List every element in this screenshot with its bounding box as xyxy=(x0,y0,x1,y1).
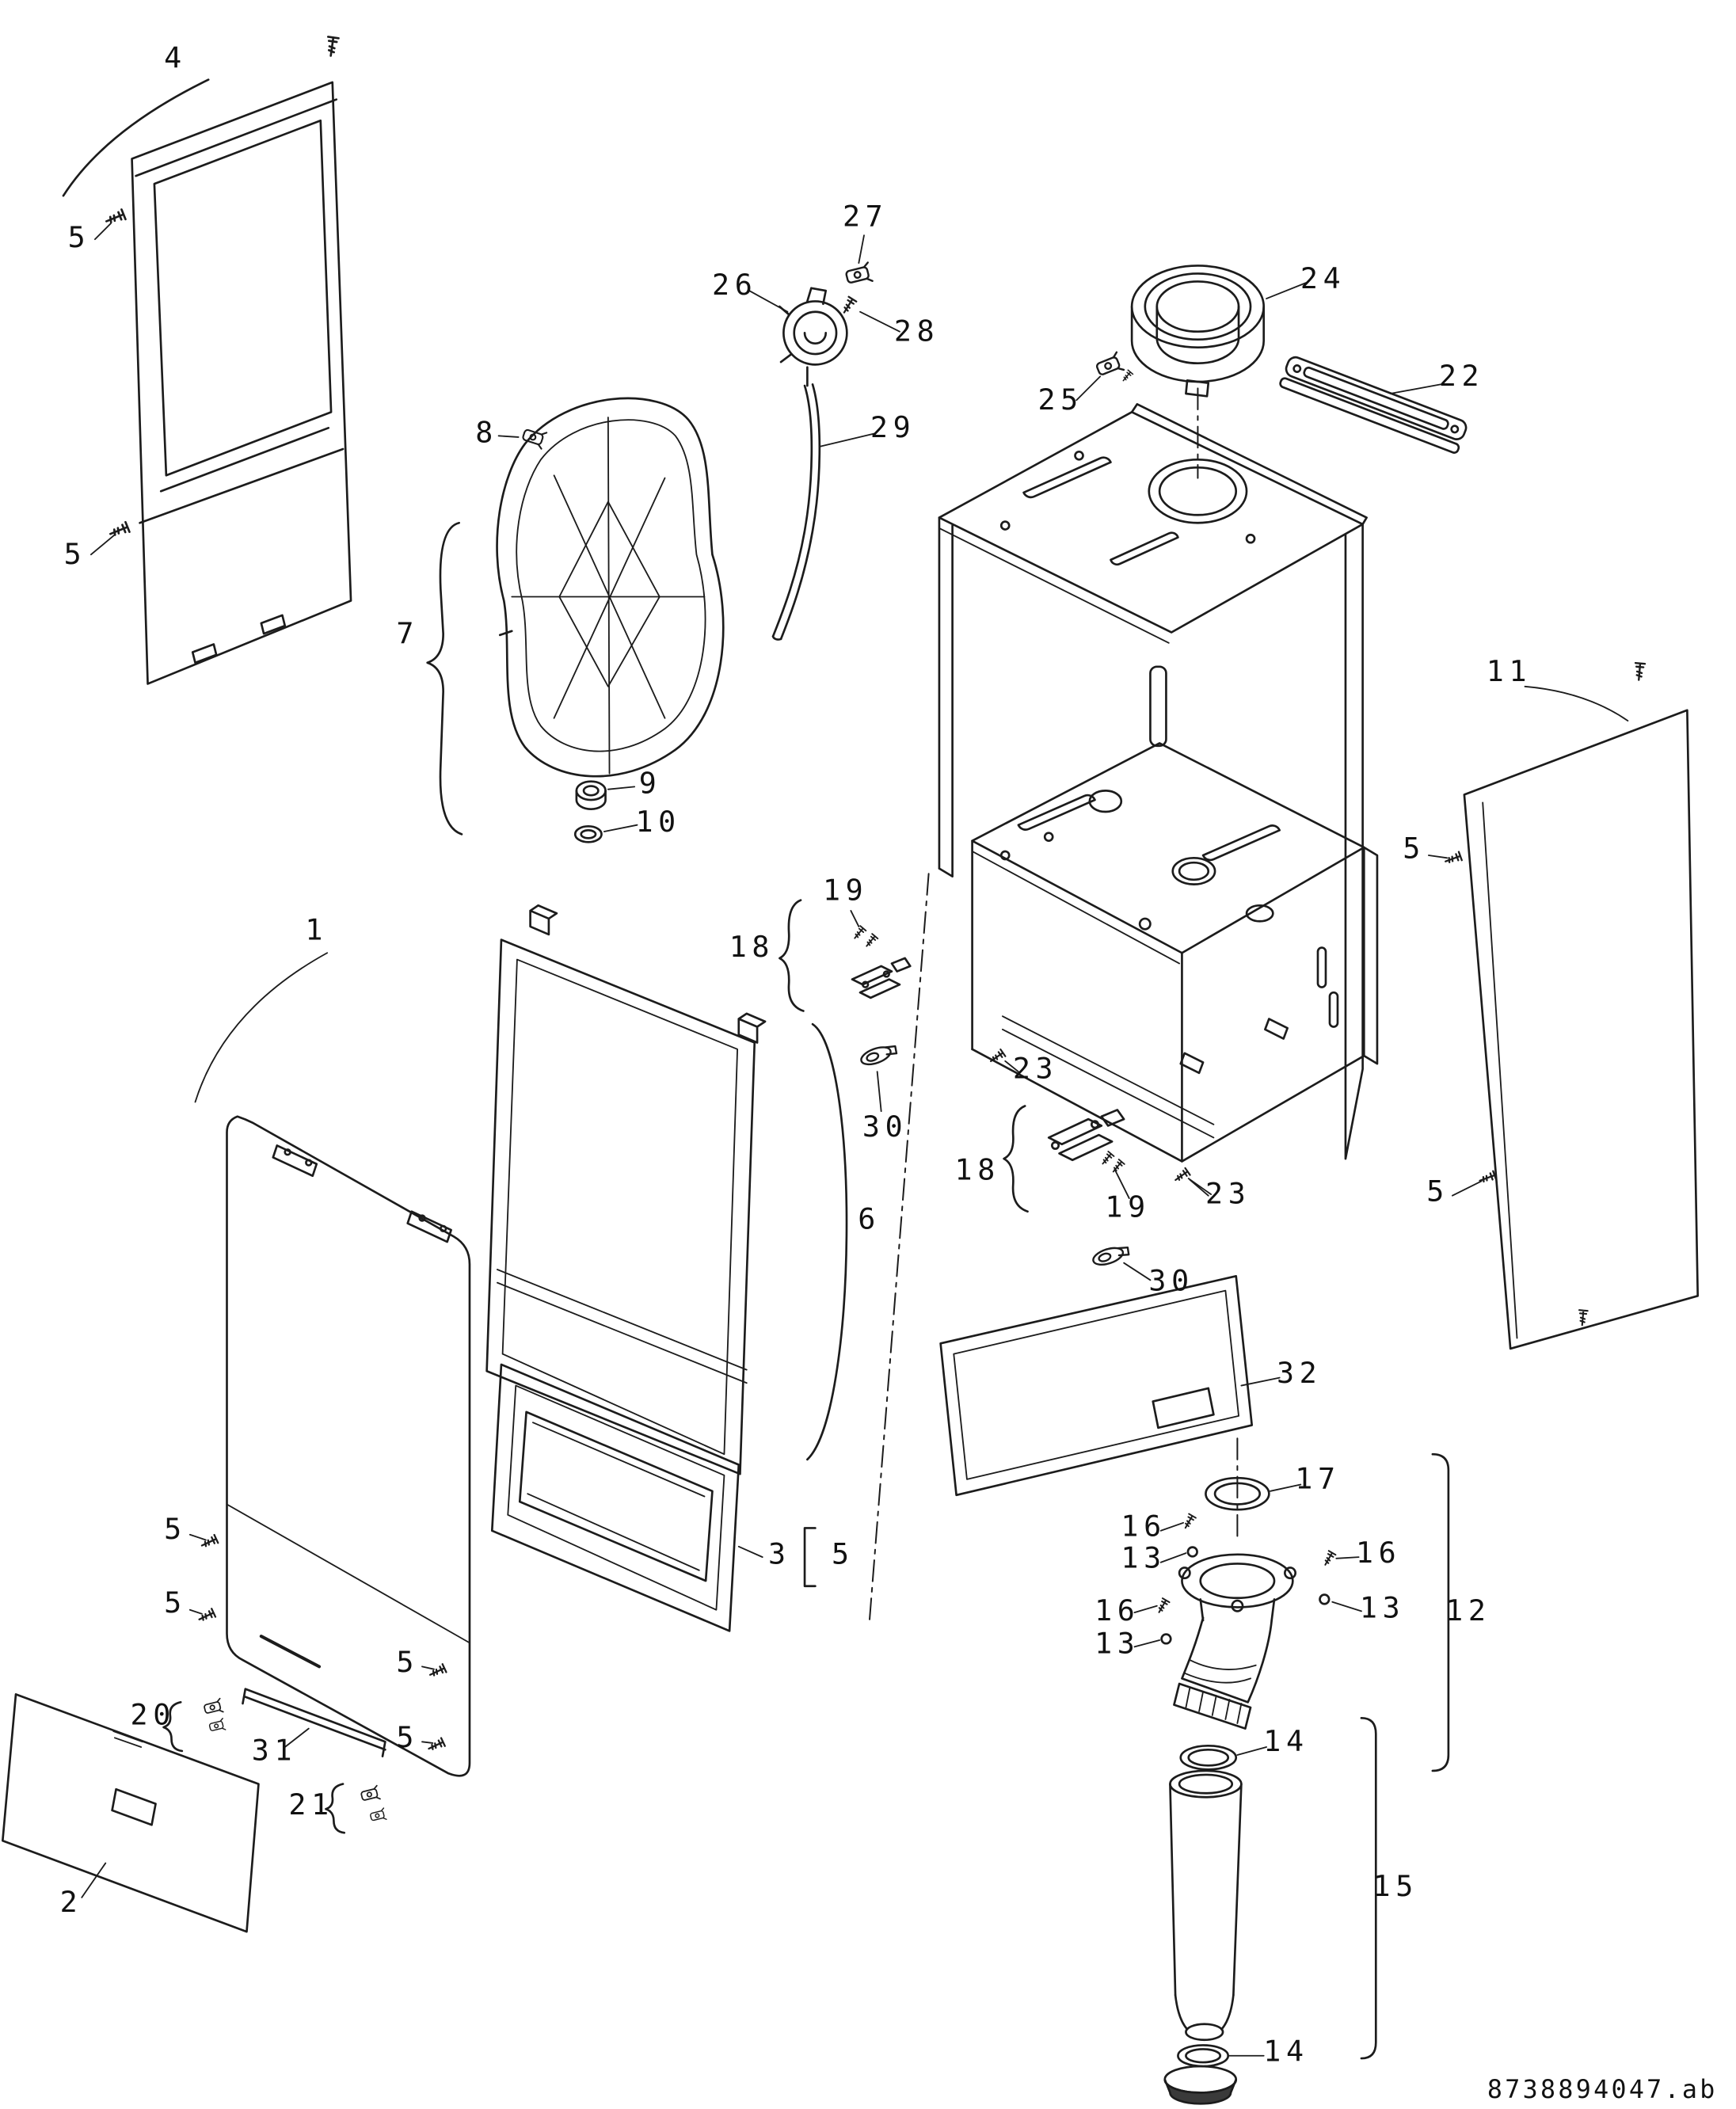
callout-16-a: 16 xyxy=(1121,1509,1166,1543)
part-3-lower-frame xyxy=(490,1363,817,1632)
callout-24: 24 xyxy=(1300,261,1346,295)
callout-30-b: 30 xyxy=(1148,1264,1194,1298)
bracket-5 xyxy=(803,1527,817,1588)
part-24-flue-collar xyxy=(1130,265,1307,479)
brace-21 xyxy=(325,1783,346,1834)
callout-13-b: 13 xyxy=(1360,1591,1405,1625)
nut-13-icon xyxy=(1186,1546,1198,1558)
callout-5-a: 5 xyxy=(68,220,91,254)
callout-12: 12 xyxy=(1445,1593,1490,1627)
callout-5-b: 5 xyxy=(64,537,87,571)
part-26-pressure-gauge xyxy=(748,287,848,366)
callout-23-a: 23 xyxy=(1013,1051,1058,1085)
callout-8: 8 xyxy=(475,416,498,450)
part-6-door-frame xyxy=(485,904,848,1475)
part-31-strip xyxy=(242,1688,386,1757)
callout-6: 6 xyxy=(858,1201,881,1235)
callout-22: 22 xyxy=(1439,359,1484,393)
part-22-slide-rail xyxy=(1279,356,1468,454)
part-25-clip xyxy=(1075,351,1134,402)
flue-flange xyxy=(1178,1553,1297,1622)
part-4-back-panel xyxy=(62,36,352,685)
callout-13-a: 13 xyxy=(1121,1540,1166,1574)
callout-10: 10 xyxy=(635,805,680,839)
callout-16-c: 16 xyxy=(1095,1593,1140,1627)
callout-20: 20 xyxy=(130,1698,175,1732)
callout-14-b: 14 xyxy=(1263,2034,1308,2068)
callout-3: 3 xyxy=(768,1536,791,1570)
callout-15: 15 xyxy=(1373,1869,1418,1903)
callout-32: 32 xyxy=(1277,1356,1322,1390)
callout-19-a: 19 xyxy=(823,874,868,908)
callout-19-b: 19 xyxy=(1105,1190,1150,1224)
callout-21: 21 xyxy=(288,1787,333,1822)
callout-5-e: 5 xyxy=(164,1512,187,1546)
callout-29: 29 xyxy=(870,410,916,444)
hinge-cluster-lower xyxy=(1003,1105,1212,1281)
nut-13-icon xyxy=(1160,1633,1172,1645)
part-17-ring xyxy=(1205,1476,1302,1511)
callout-5-g: 5 xyxy=(164,1586,187,1620)
part-15-pipe xyxy=(1169,1769,1243,2042)
part-21-clip xyxy=(325,1783,387,1834)
callout-30-a: 30 xyxy=(862,1110,908,1144)
part-28-screw xyxy=(839,295,900,333)
nut-13-icon xyxy=(1319,1593,1331,1605)
callout-4: 4 xyxy=(164,41,187,75)
callout-23-b: 23 xyxy=(1205,1177,1251,1211)
callout-27: 27 xyxy=(843,199,888,233)
part-9-grommet xyxy=(575,780,636,810)
elbow-body xyxy=(1173,1616,1273,1730)
callout-5-i: 5 xyxy=(396,1720,419,1754)
part-32-bottom-tray xyxy=(939,1274,1281,1537)
document-code: 8738894047.ab xyxy=(1487,2076,1718,2104)
callout-13-c: 13 xyxy=(1095,1627,1140,1661)
callout-5-f: 5 xyxy=(832,1536,855,1570)
flue-elbow-assembly xyxy=(1133,1452,1450,2105)
callout-26: 26 xyxy=(712,268,757,302)
part-2-control-flap xyxy=(1,1693,260,1933)
brace-18-upper xyxy=(779,899,805,1012)
callout-25: 25 xyxy=(1037,383,1083,417)
callout-14-a: 14 xyxy=(1263,1724,1308,1758)
part-20-clip xyxy=(162,1697,227,1753)
brace-18-lower xyxy=(1003,1105,1029,1213)
callout-labels: 4 5 5 27 26 28 24 22 25 29 8 7 9 10 11 5… xyxy=(60,41,1532,2069)
callout-5-d: 5 xyxy=(1426,1174,1449,1208)
callout-31: 31 xyxy=(252,1734,297,1768)
part-14-ring-upper xyxy=(1179,1744,1267,1771)
callout-5-c: 5 xyxy=(1403,831,1426,865)
bracket-15 xyxy=(1360,1716,1377,2060)
part-10-ring xyxy=(573,824,638,843)
callout-17: 17 xyxy=(1295,1461,1340,1495)
callout-7: 7 xyxy=(396,616,419,650)
part-29-tube xyxy=(771,366,877,641)
part-7-insulation-pad xyxy=(426,397,725,843)
part-1-front-panel xyxy=(188,952,471,1777)
callout-2: 2 xyxy=(60,1885,83,1919)
pipe-end-cap xyxy=(1163,2065,1238,2105)
part-27-retainer-clip xyxy=(843,234,874,288)
chassis-frame xyxy=(868,403,1379,1624)
callout-9: 9 xyxy=(639,767,662,801)
callout-1: 1 xyxy=(305,913,328,947)
hinge-cluster-upper xyxy=(779,899,912,1113)
part-11-side-panel xyxy=(1427,661,1700,1350)
brace-6 xyxy=(806,1022,848,1461)
bracket-12 xyxy=(1431,1452,1450,1772)
callout-28: 28 xyxy=(894,314,939,348)
callout-18-b: 18 xyxy=(955,1153,1000,1187)
callout-18-a: 18 xyxy=(729,930,775,964)
brace-20 xyxy=(162,1701,184,1753)
brace-7 xyxy=(426,521,463,836)
callout-16-b: 16 xyxy=(1356,1536,1401,1570)
callout-11: 11 xyxy=(1487,654,1532,688)
callout-5-h: 5 xyxy=(396,1645,419,1679)
